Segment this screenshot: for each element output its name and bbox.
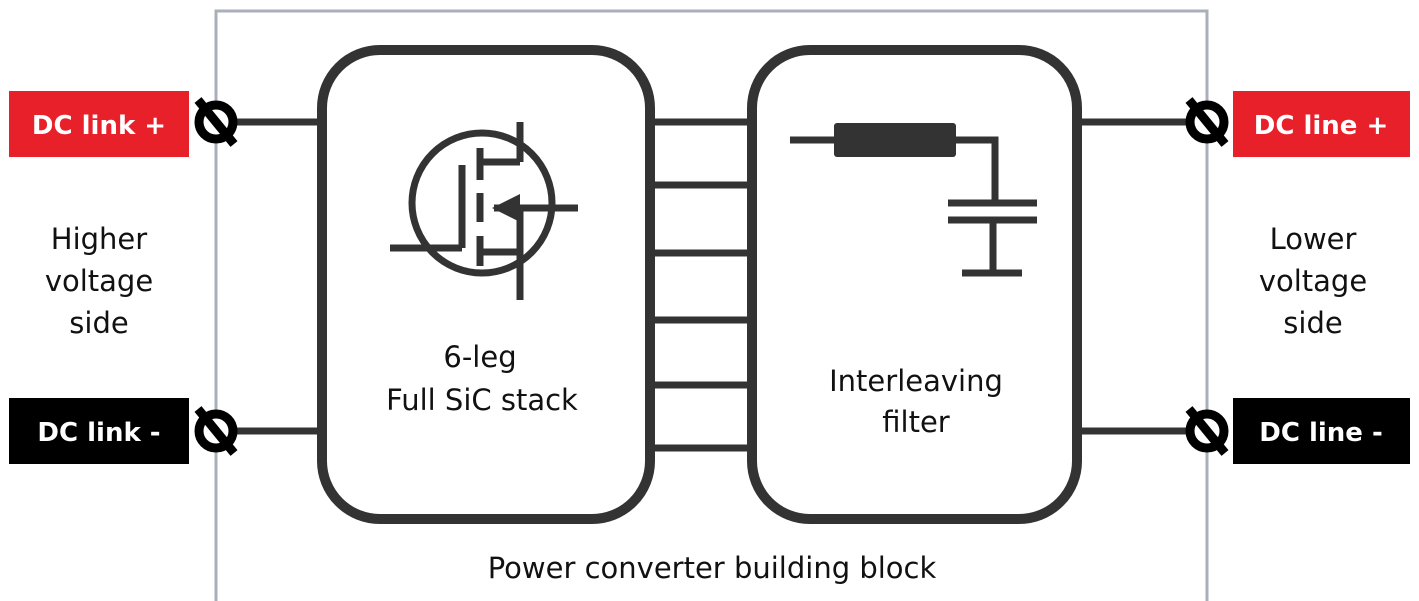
dc-link-minus-tag (9, 398, 189, 464)
dc-link-plus-label: DC link + (32, 111, 166, 141)
building-block-frame (214, 9, 1209, 601)
stack-label-line-1: 6-leg (443, 340, 516, 374)
interleaving-filter-block (747, 45, 1082, 524)
higher-voltage-label-line-2: voltage (45, 264, 153, 298)
lower-voltage-label-line-3: side (1283, 306, 1342, 340)
dc-line-plus-label: DC line + (1254, 111, 1389, 141)
sic-stack-block (317, 45, 655, 524)
phase-leg-connections (650, 118, 752, 452)
dc-line-plus-tag (1233, 91, 1410, 157)
higher-voltage-label-line-1: Higher (51, 222, 147, 256)
lower-voltage-label-line-1: Lower (1270, 222, 1357, 256)
building-block-caption: Power converter building block (488, 551, 937, 585)
higher-voltage-label-line-3: side (69, 306, 128, 340)
terminal-screw-icon (1185, 406, 1229, 456)
dc-line-minus-label: DC line - (1259, 418, 1383, 448)
stack-label-line-2: Full SiC stack (386, 383, 578, 417)
dc-line-minus-tag (1233, 398, 1410, 464)
dc-link-plus-tag (9, 91, 189, 157)
filter-label-line-2: filter (882, 405, 950, 439)
terminal-screw-icon (1185, 97, 1229, 147)
sic-mosfet-icon (390, 122, 578, 300)
dc-link-minus-label: DC link - (37, 418, 160, 448)
terminal-screw-icon (194, 97, 238, 147)
terminal-screw-icon (194, 406, 238, 456)
filter-label-line-1: Interleaving (829, 364, 1003, 398)
inductor-capacitor-filter-icon (790, 123, 1037, 277)
lower-voltage-label-line-2: voltage (1259, 264, 1367, 298)
